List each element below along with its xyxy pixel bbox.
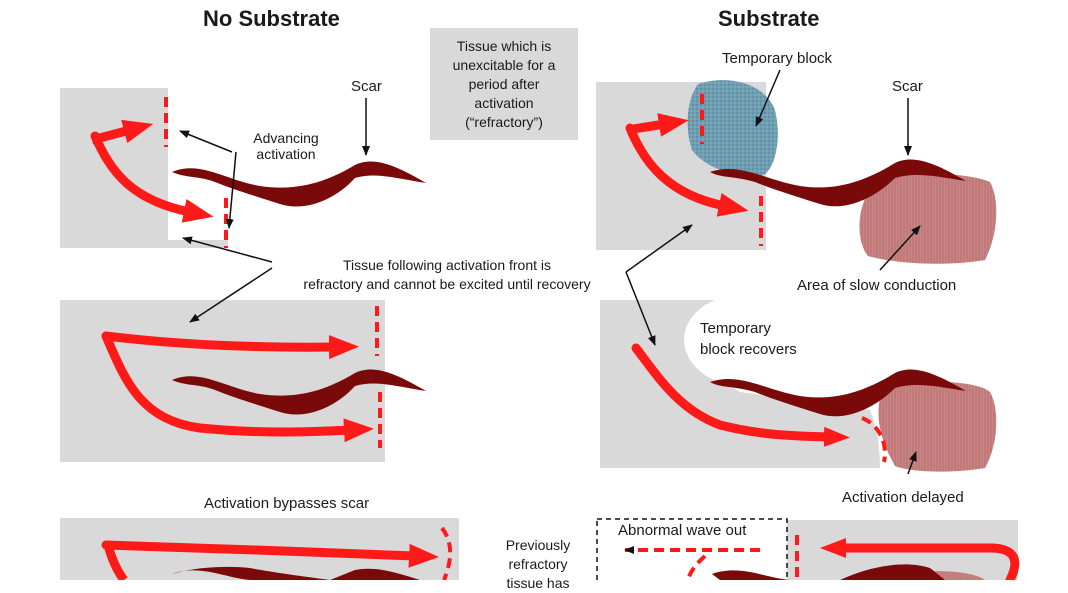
activation-front-right-2: [861, 416, 887, 463]
label-line: activation: [256, 146, 316, 162]
pointer-arrow-advancing-1: [179, 130, 233, 153]
tissue-panel-right-2: [600, 300, 880, 468]
label-scar-right: Scar: [892, 78, 923, 95]
activation-front-left-3: [440, 526, 453, 580]
label-temporary-block: Temporary block: [722, 50, 833, 67]
legend-line: unexcitable for a: [452, 56, 556, 73]
pointer-arrow-recovery-2: [625, 271, 656, 346]
pointer-arrow-delayed: [907, 451, 917, 475]
activation-arrow-right-3: [820, 538, 1020, 580]
scar-left-3: [172, 566, 420, 580]
label-line: Advancing: [253, 130, 319, 146]
label-line: Tissue following activation front is: [342, 257, 552, 273]
label-area-slow-conduction: Area of slow conduction: [797, 277, 957, 294]
label-line: Temporary: [700, 320, 771, 337]
activation-arrow-left-3: [101, 540, 439, 568]
pointer-arrow-advancing-2: [225, 151, 237, 229]
pointer-arrow-refractory-2: [189, 267, 273, 323]
activation-arrow-left-3b: [103, 543, 128, 580]
label-line: block recovers: [700, 341, 797, 358]
label-activation-bypasses-scar: Activation bypasses scar: [204, 495, 370, 512]
activation-arrow-left-1b: [90, 131, 214, 223]
scar-right-1: [710, 159, 966, 207]
temporary-block: [687, 80, 778, 177]
scar-right-2: [710, 369, 966, 417]
legend-line: (“refractory”): [465, 113, 543, 130]
label-scar-left: Scar: [351, 78, 382, 95]
scar-left-2: [172, 369, 426, 415]
legend-line: Tissue which is: [456, 37, 552, 54]
label-line: refractory and cannot be excited until r…: [303, 276, 591, 292]
pointer-arrow-recovery-1: [625, 224, 693, 273]
label-previously-refractory: Previously refractory tissue has: [494, 536, 582, 593]
scar-left-1: [172, 161, 426, 207]
tissue-panel-left-1: [60, 88, 228, 248]
legend-line: activation: [474, 94, 534, 111]
label-line: refractory: [508, 556, 568, 572]
label-tissue-following: Tissue following activation front is ref…: [272, 256, 622, 294]
heading-no-substrate: No Substrate: [203, 6, 340, 31]
pointer-arrow-temporary-block: [755, 69, 781, 127]
label-line: tissue has: [506, 575, 570, 591]
abnormal-wave-box: [596, 518, 788, 580]
activation-arrow-right-2: [631, 343, 850, 447]
heading-substrate: Substrate: [718, 6, 820, 31]
label-line: Previously: [505, 537, 571, 553]
pointer-arrow-refractory-1: [182, 236, 273, 263]
label-advancing-activation: Advancing activation: [236, 130, 336, 162]
diagram-canvas: [60, 69, 1020, 580]
abnormal-wave-curve: [686, 554, 707, 580]
activation-arrow-left-2b: [101, 331, 374, 443]
activation-arrow-left-2a: [101, 331, 359, 360]
tissue-panel-left-2: [60, 300, 385, 462]
scar-right-3: [712, 564, 945, 580]
slow-conduction-area-1: [859, 173, 997, 264]
activation-arrow-right-1b: [625, 123, 749, 217]
label-activation-delayed: Activation delayed: [842, 489, 964, 506]
label-abnormal-wave-out: Abnormal wave out: [618, 522, 747, 539]
refractory-legend-box: Tissue which is unexcitable for a period…: [430, 28, 578, 140]
legend-line: period after: [468, 75, 540, 92]
label-temporary-block-recovers: Temporary block recovers: [700, 318, 797, 360]
slow-conduction-area-2: [878, 381, 997, 472]
pointer-arrow-slow-conduction: [879, 225, 921, 271]
